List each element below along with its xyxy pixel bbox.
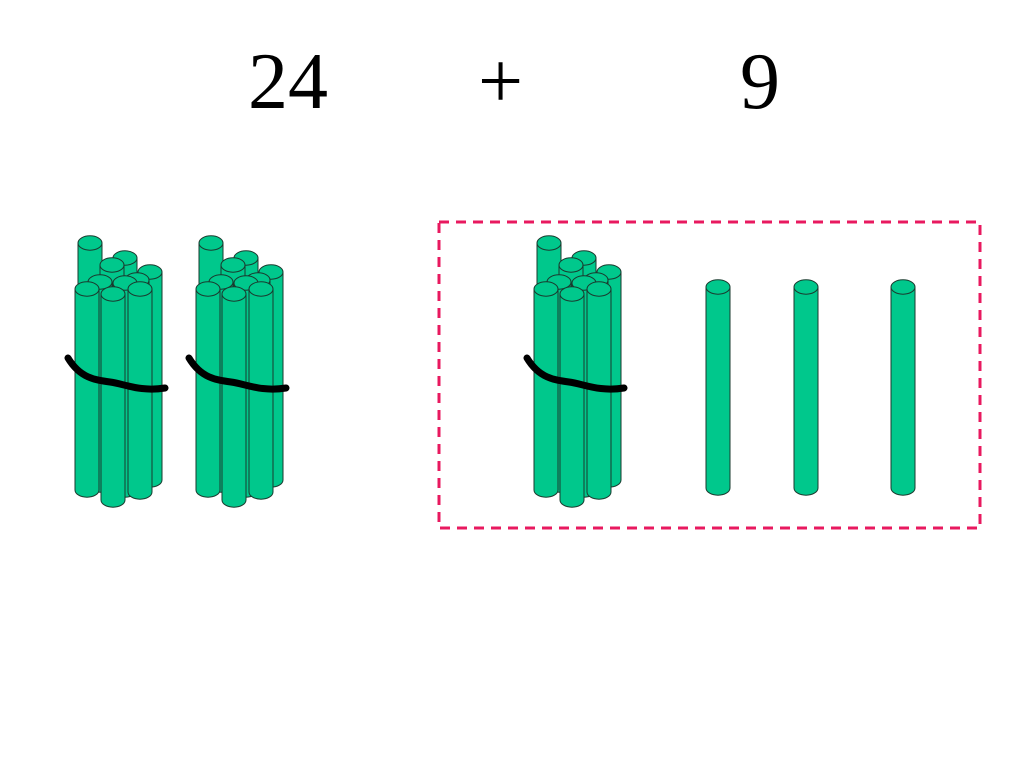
ten-bundle [523,235,628,508]
left-operand: 24 [248,38,328,126]
right-operand: 9 [740,38,780,126]
bundle-stick [127,281,153,500]
bundle-stick [533,281,559,498]
bundle-stick [586,281,612,500]
ten-bundle [185,235,290,508]
bundle-stick [195,281,221,498]
bundle-band [64,354,169,393]
bundle-stick [248,281,274,500]
bundle-stick [221,286,247,508]
bundle-band [185,354,290,393]
ten-bundle [64,235,169,508]
single-stick [890,279,916,496]
bundle-stick [74,281,100,498]
plus-sign: + [478,38,524,126]
bundle-band [523,354,628,393]
single-stick [793,279,819,496]
bundle-stick [559,286,585,508]
single-stick [705,279,731,496]
bundle-stick [100,286,126,508]
